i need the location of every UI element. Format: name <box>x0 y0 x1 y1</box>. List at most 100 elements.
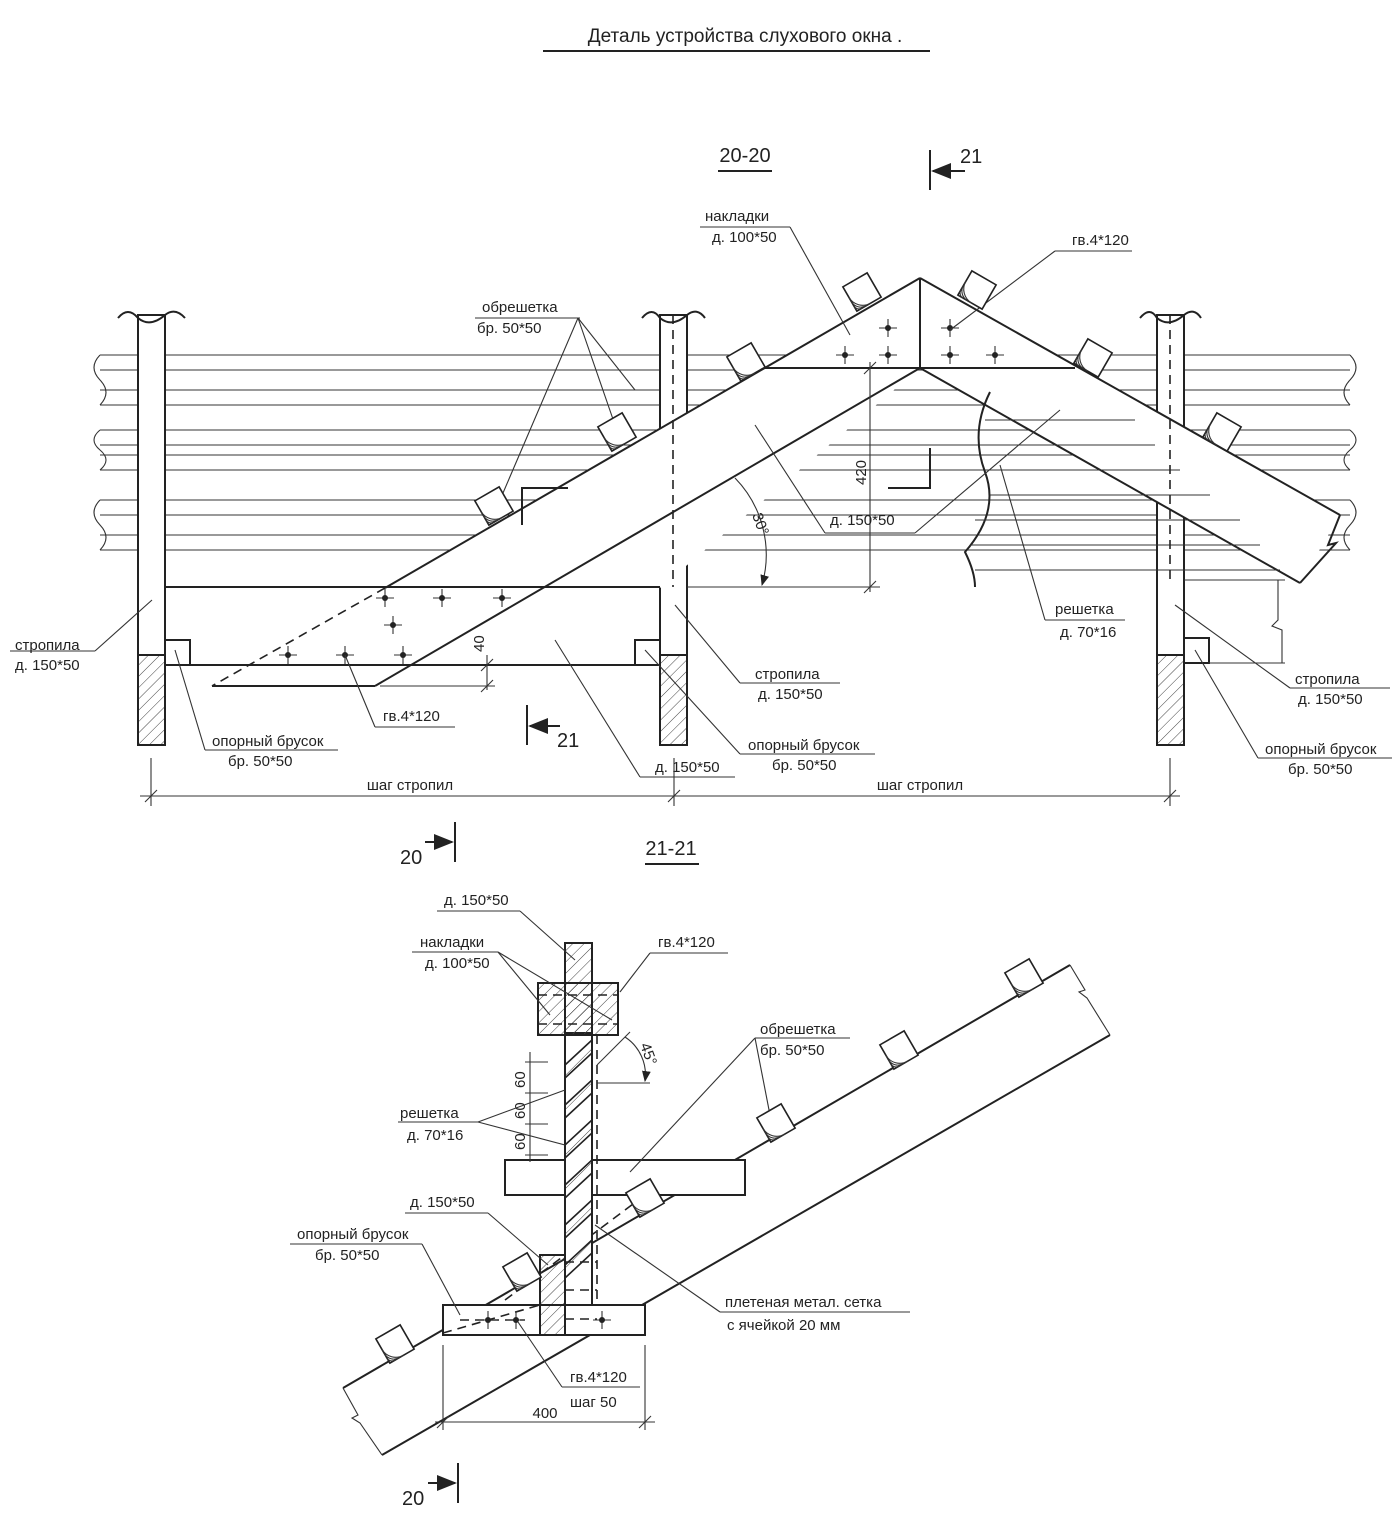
drawing-label: 20 <box>402 1488 424 1510</box>
lathing-board <box>504 1159 746 1196</box>
drawing-label: опорный брусок <box>297 1226 409 1243</box>
drawing-label: накладки <box>705 208 769 225</box>
drawing-label: д. 100*50 <box>712 229 777 246</box>
lathing-block <box>1003 957 1045 999</box>
grating-slat <box>564 1038 593 1080</box>
drawing-label: стропила <box>755 666 820 683</box>
section-heading: 20-20 <box>719 145 770 167</box>
drawing-label: 420 <box>853 460 870 485</box>
drawing-label: 60 <box>512 1102 529 1119</box>
grating-slats <box>564 1038 593 1280</box>
drawing-label: 21 <box>960 146 982 168</box>
label-support: опорный брусок бр. 50*50 <box>290 1226 461 1316</box>
label-nail-top: гв.4*120 <box>949 232 1132 331</box>
label-support-left: опорный брусок бр. 50*50 <box>174 649 338 770</box>
label-nakladki: накладки д. 100*50 <box>412 934 613 1021</box>
nails <box>479 1311 611 1329</box>
drawing-label: д. 70*16 <box>407 1127 463 1144</box>
label-nail-bottom: гв.4*120 шаг 50 <box>517 1321 640 1411</box>
label-support-right: опорный брусок бр. 50*50 <box>1194 649 1392 778</box>
angle-45: 45° <box>596 1031 660 1084</box>
lathing-block <box>1201 411 1243 453</box>
nail-icon <box>507 1311 525 1329</box>
cut-mark-20-top: 20 <box>400 822 456 869</box>
drawing-label: 40 <box>471 635 488 652</box>
drawing-label: опорный брусок <box>748 737 860 754</box>
nail-icon <box>941 319 959 337</box>
drawing-label: с ячейкой 20 мм <box>727 1317 840 1334</box>
drawing-label: 30° <box>748 511 772 538</box>
dimension-60: 60 60 60 <box>512 1052 548 1162</box>
drawing-label: опорный брусок <box>1265 741 1377 758</box>
drawing-label: бр. 50*50 <box>1288 761 1352 778</box>
drawing-label: д. 150*50 <box>15 657 80 674</box>
drawing-title: Деталь устройства слухового окна . <box>588 26 903 47</box>
section-20-20: 20-20 21 <box>10 145 1392 806</box>
cut-mark-21-top: 21 <box>929 146 982 190</box>
lathing-blocks <box>374 269 1243 1365</box>
drawing-label: накладки <box>420 934 484 951</box>
nail-icon <box>836 346 854 364</box>
label-grating: решетка д. 70*16 <box>999 464 1125 641</box>
drawing-label: решетка <box>400 1105 459 1122</box>
drawing-label: д. 150*50 <box>758 686 823 703</box>
drawing-label: бр. 50*50 <box>228 753 292 770</box>
support-bar-left <box>164 639 191 666</box>
lathing-block <box>878 1029 920 1071</box>
drawing-label: 60 <box>512 1133 529 1150</box>
lathing-block <box>755 1102 797 1144</box>
lathing-block <box>725 341 767 383</box>
nail-icon <box>941 346 959 364</box>
lathing-block <box>473 485 515 527</box>
cut-mark-20-bottom: 20 <box>402 1463 459 1510</box>
dimension-40: 40 <box>380 635 495 693</box>
label-nakladki: накладки д. 100*50 <box>700 208 851 336</box>
drawing-label: гв.4*120 <box>1072 232 1129 249</box>
drawing-label: стропила <box>15 637 80 654</box>
dimension-420: 420 <box>853 361 877 594</box>
label-rafter-right: стропила д. 150*50 <box>1174 604 1390 708</box>
cut-corner-mark <box>888 448 931 489</box>
drawing-label: шаг стропил <box>367 777 453 794</box>
grating-slats <box>970 419 1280 571</box>
drawing-label: обрешетка <box>482 299 558 316</box>
lathing-block <box>501 1251 543 1293</box>
rafters <box>117 310 1210 746</box>
dimension-400: 400 <box>435 1345 655 1430</box>
lathing-block <box>624 1177 666 1219</box>
lathing-block <box>956 269 998 311</box>
drawing-label: д. 100*50 <box>425 955 490 972</box>
drawing-label: 45° <box>636 1041 660 1068</box>
nail-icon <box>593 1311 611 1329</box>
nail-icon <box>279 646 297 664</box>
drawing-label: 60 <box>512 1071 529 1088</box>
drawing-label: плетеная метал. сетка <box>725 1294 882 1311</box>
support-bar-right <box>1183 637 1210 664</box>
drawing-label: гв.4*120 <box>383 708 440 725</box>
drawing-label: гв.4*120 <box>658 934 715 951</box>
label-rafter-left: стропила д. 150*50 <box>10 599 153 674</box>
drawing-label: бр. 50*50 <box>477 320 541 337</box>
nail-icon <box>433 589 451 607</box>
label-nail-bottom: гв.4*120 <box>344 654 455 728</box>
label-lathing: обрешетка бр. 50*50 <box>629 1021 850 1173</box>
label-grating: решетка д. 70*16 <box>398 1089 566 1146</box>
nail-icon <box>394 646 412 664</box>
drawing-label: гв.4*120 <box>570 1369 627 1386</box>
drawing-label: бр. 50*50 <box>315 1247 379 1264</box>
nail-icon <box>376 589 394 607</box>
section-21-21: 20 21-21 <box>290 822 1111 1510</box>
drawing-label: д. 150*50 <box>830 512 895 529</box>
dormer-roof <box>165 277 1341 687</box>
label-mesh: плетеная метал. сетка с ячейкой 20 мм <box>594 1224 910 1334</box>
nail-icon <box>879 319 897 337</box>
nail-icon <box>986 346 1004 364</box>
section-heading: 21-21 <box>645 838 696 860</box>
drawing-label: д. 150*50 <box>1298 691 1363 708</box>
drawing-label: 20 <box>400 847 422 869</box>
label-post: д. 150*50 <box>437 892 576 961</box>
lathing-block <box>374 1323 416 1365</box>
grating-slat <box>564 1198 593 1240</box>
